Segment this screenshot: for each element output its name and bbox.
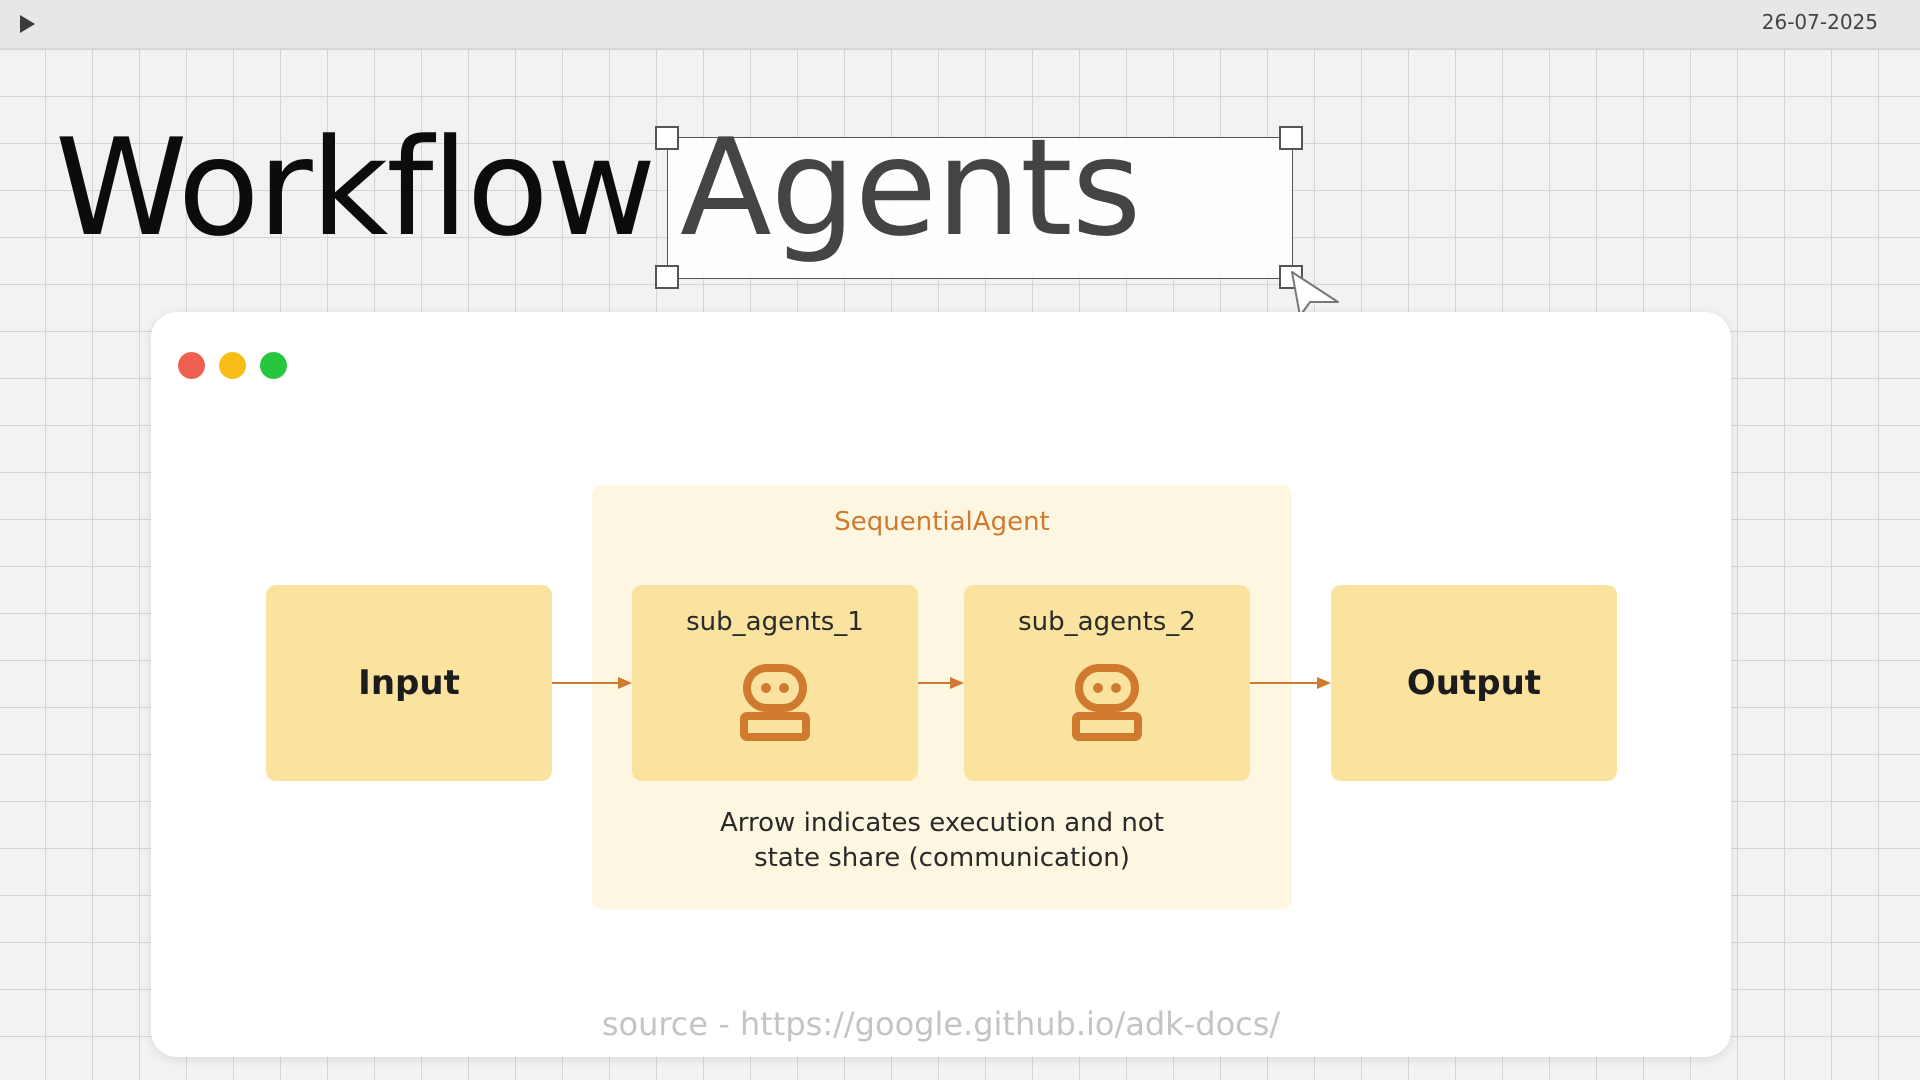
title-workflow: Workflow (55, 110, 656, 266)
arrow-note: Arrow indicates execution and not state … (592, 806, 1292, 876)
arrow-sub-agent-2-to-output (1250, 677, 1331, 689)
sub-agent-2-node: sub_agents_2 (964, 585, 1250, 781)
window-maximize-dot[interactable] (260, 352, 287, 379)
top-bar: 26-07-2025 (0, 0, 1920, 49)
sub-agent-1-node: sub_agents_1 (632, 585, 918, 781)
robot-icon (1072, 664, 1142, 741)
sequential-agent-label: SequentialAgent (834, 507, 1050, 537)
source-citation: source - https://google.github.io/adk-do… (601, 1005, 1281, 1043)
resize-handle-top-right[interactable] (1279, 126, 1303, 150)
resize-handle-top-left[interactable] (655, 126, 679, 150)
play-icon[interactable] (20, 15, 35, 33)
sub-agent-2-label: sub_agents_2 (1018, 607, 1196, 637)
arrow-note-line-2: state share (communication) (754, 843, 1130, 873)
arrow-input-to-sub-agent-1 (552, 677, 632, 689)
resize-handle-bottom-left[interactable] (655, 265, 679, 289)
resize-handle-bottom-right[interactable] (1279, 265, 1303, 289)
selected-text-box[interactable] (667, 137, 1293, 279)
output-label: Output (1406, 663, 1542, 703)
window-close-dot[interactable] (178, 352, 205, 379)
arrow-note-line-1: Arrow indicates execution and not (720, 808, 1164, 838)
arrow-sub-agent-1-to-sub-agent-2 (918, 677, 964, 689)
sub-agent-1-label: sub_agents_1 (686, 607, 864, 637)
input-node: Input (266, 585, 552, 781)
robot-icon (740, 664, 810, 741)
mouse-pointer-icon (1291, 271, 1339, 317)
output-node: Output (1331, 585, 1617, 781)
diagram-window: SequentialAgent Arrow indicates executio… (151, 312, 1731, 1057)
date-label: 26-07-2025 (1761, 10, 1878, 34)
window-minimize-dot[interactable] (219, 352, 246, 379)
input-label: Input (358, 663, 460, 703)
title-agents[interactable]: Agents (680, 110, 1141, 266)
